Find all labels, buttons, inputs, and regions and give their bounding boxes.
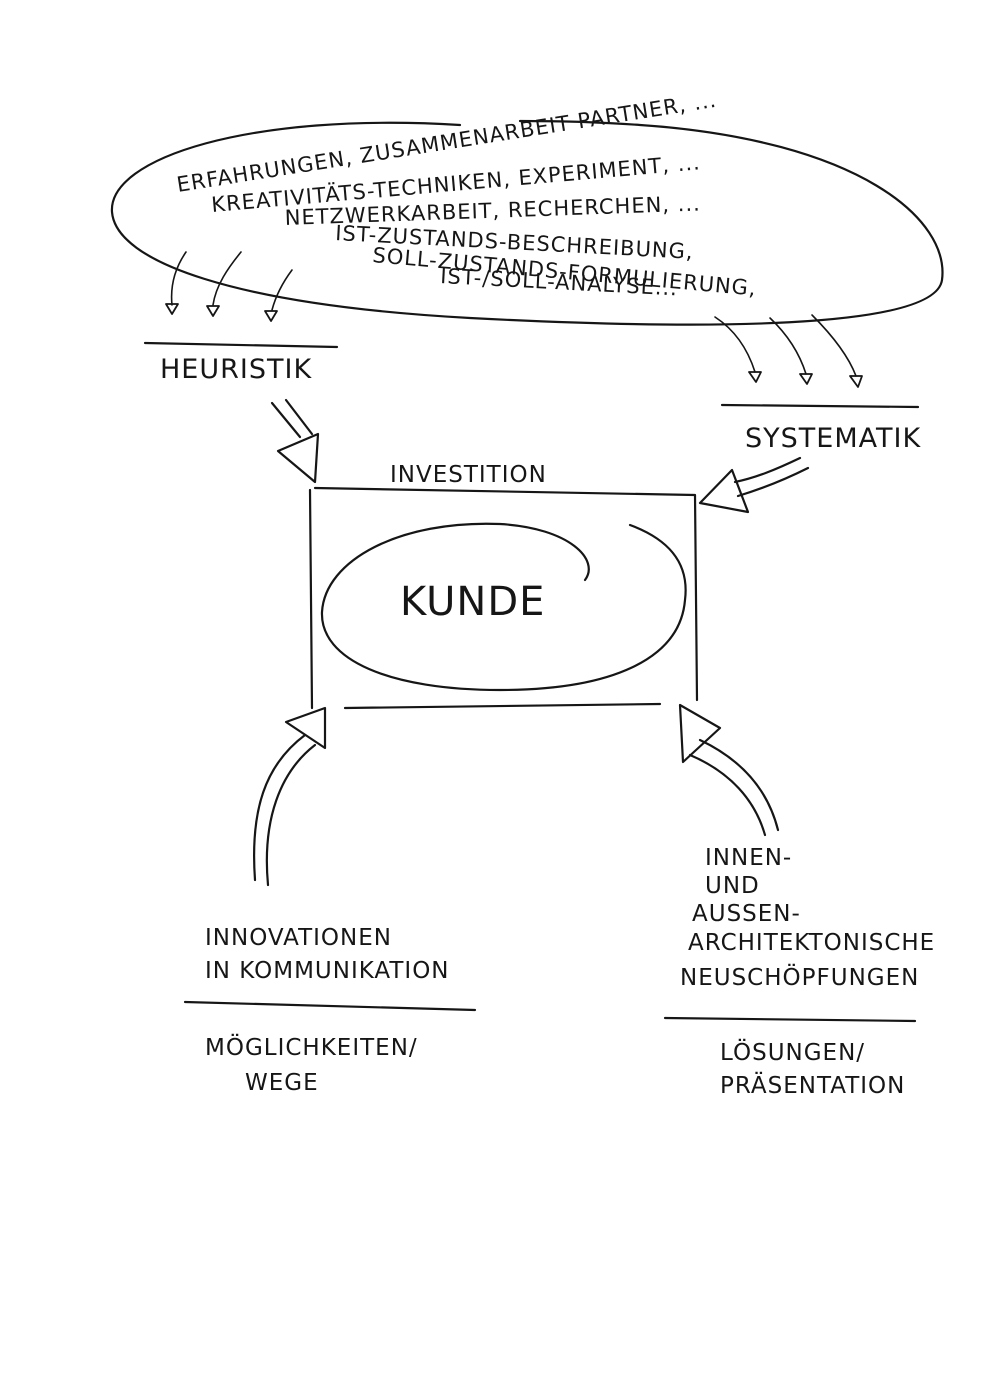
right-branch-arrow xyxy=(678,703,780,837)
right-branch-line-2: UND xyxy=(705,873,760,899)
heuristik-label: HEURISTIK xyxy=(160,354,312,385)
kunde-label: KUNDE xyxy=(400,579,545,625)
investition-label: INVESTITION xyxy=(390,462,547,488)
systematik-label: SYSTEMATIK xyxy=(745,423,921,454)
systematik-rule xyxy=(720,403,920,409)
cloud-to-heuristik-arrows xyxy=(165,251,293,322)
right-branch-under-1: LÖSUNGEN/ xyxy=(720,1038,865,1066)
left-branch-line-2: IN KOMMUNIKATION xyxy=(205,958,450,984)
cloud-to-systematik-arrows xyxy=(714,314,863,388)
right-branch-line-1: INNEN- xyxy=(705,845,792,871)
left-branch-rule xyxy=(183,1000,477,1012)
kunde-spiral xyxy=(320,522,687,692)
heuristik-to-box-arrow xyxy=(270,398,320,484)
heuristik-rule xyxy=(143,341,339,349)
left-branch-under-1: MÖGLICHKEITEN/ xyxy=(205,1033,418,1061)
right-branch-line-3: AUSSEN- xyxy=(692,901,801,927)
left-branch-line-1: INNOVATIONEN xyxy=(205,925,392,951)
right-branch-rule xyxy=(663,1016,917,1023)
right-branch-under-2: PRÄSENTATION xyxy=(720,1071,905,1099)
left-branch-arrow xyxy=(253,706,327,887)
central-box xyxy=(308,486,699,710)
systematik-to-box-arrow xyxy=(698,456,810,514)
left-branch-under-2: WEGE xyxy=(245,1070,319,1096)
cloud-ellipse xyxy=(110,119,944,326)
right-branch-line-4: ARCHITEKTONISCHE xyxy=(688,930,935,956)
right-branch-line-5: NEUSCHÖPFUNGEN xyxy=(680,963,919,991)
